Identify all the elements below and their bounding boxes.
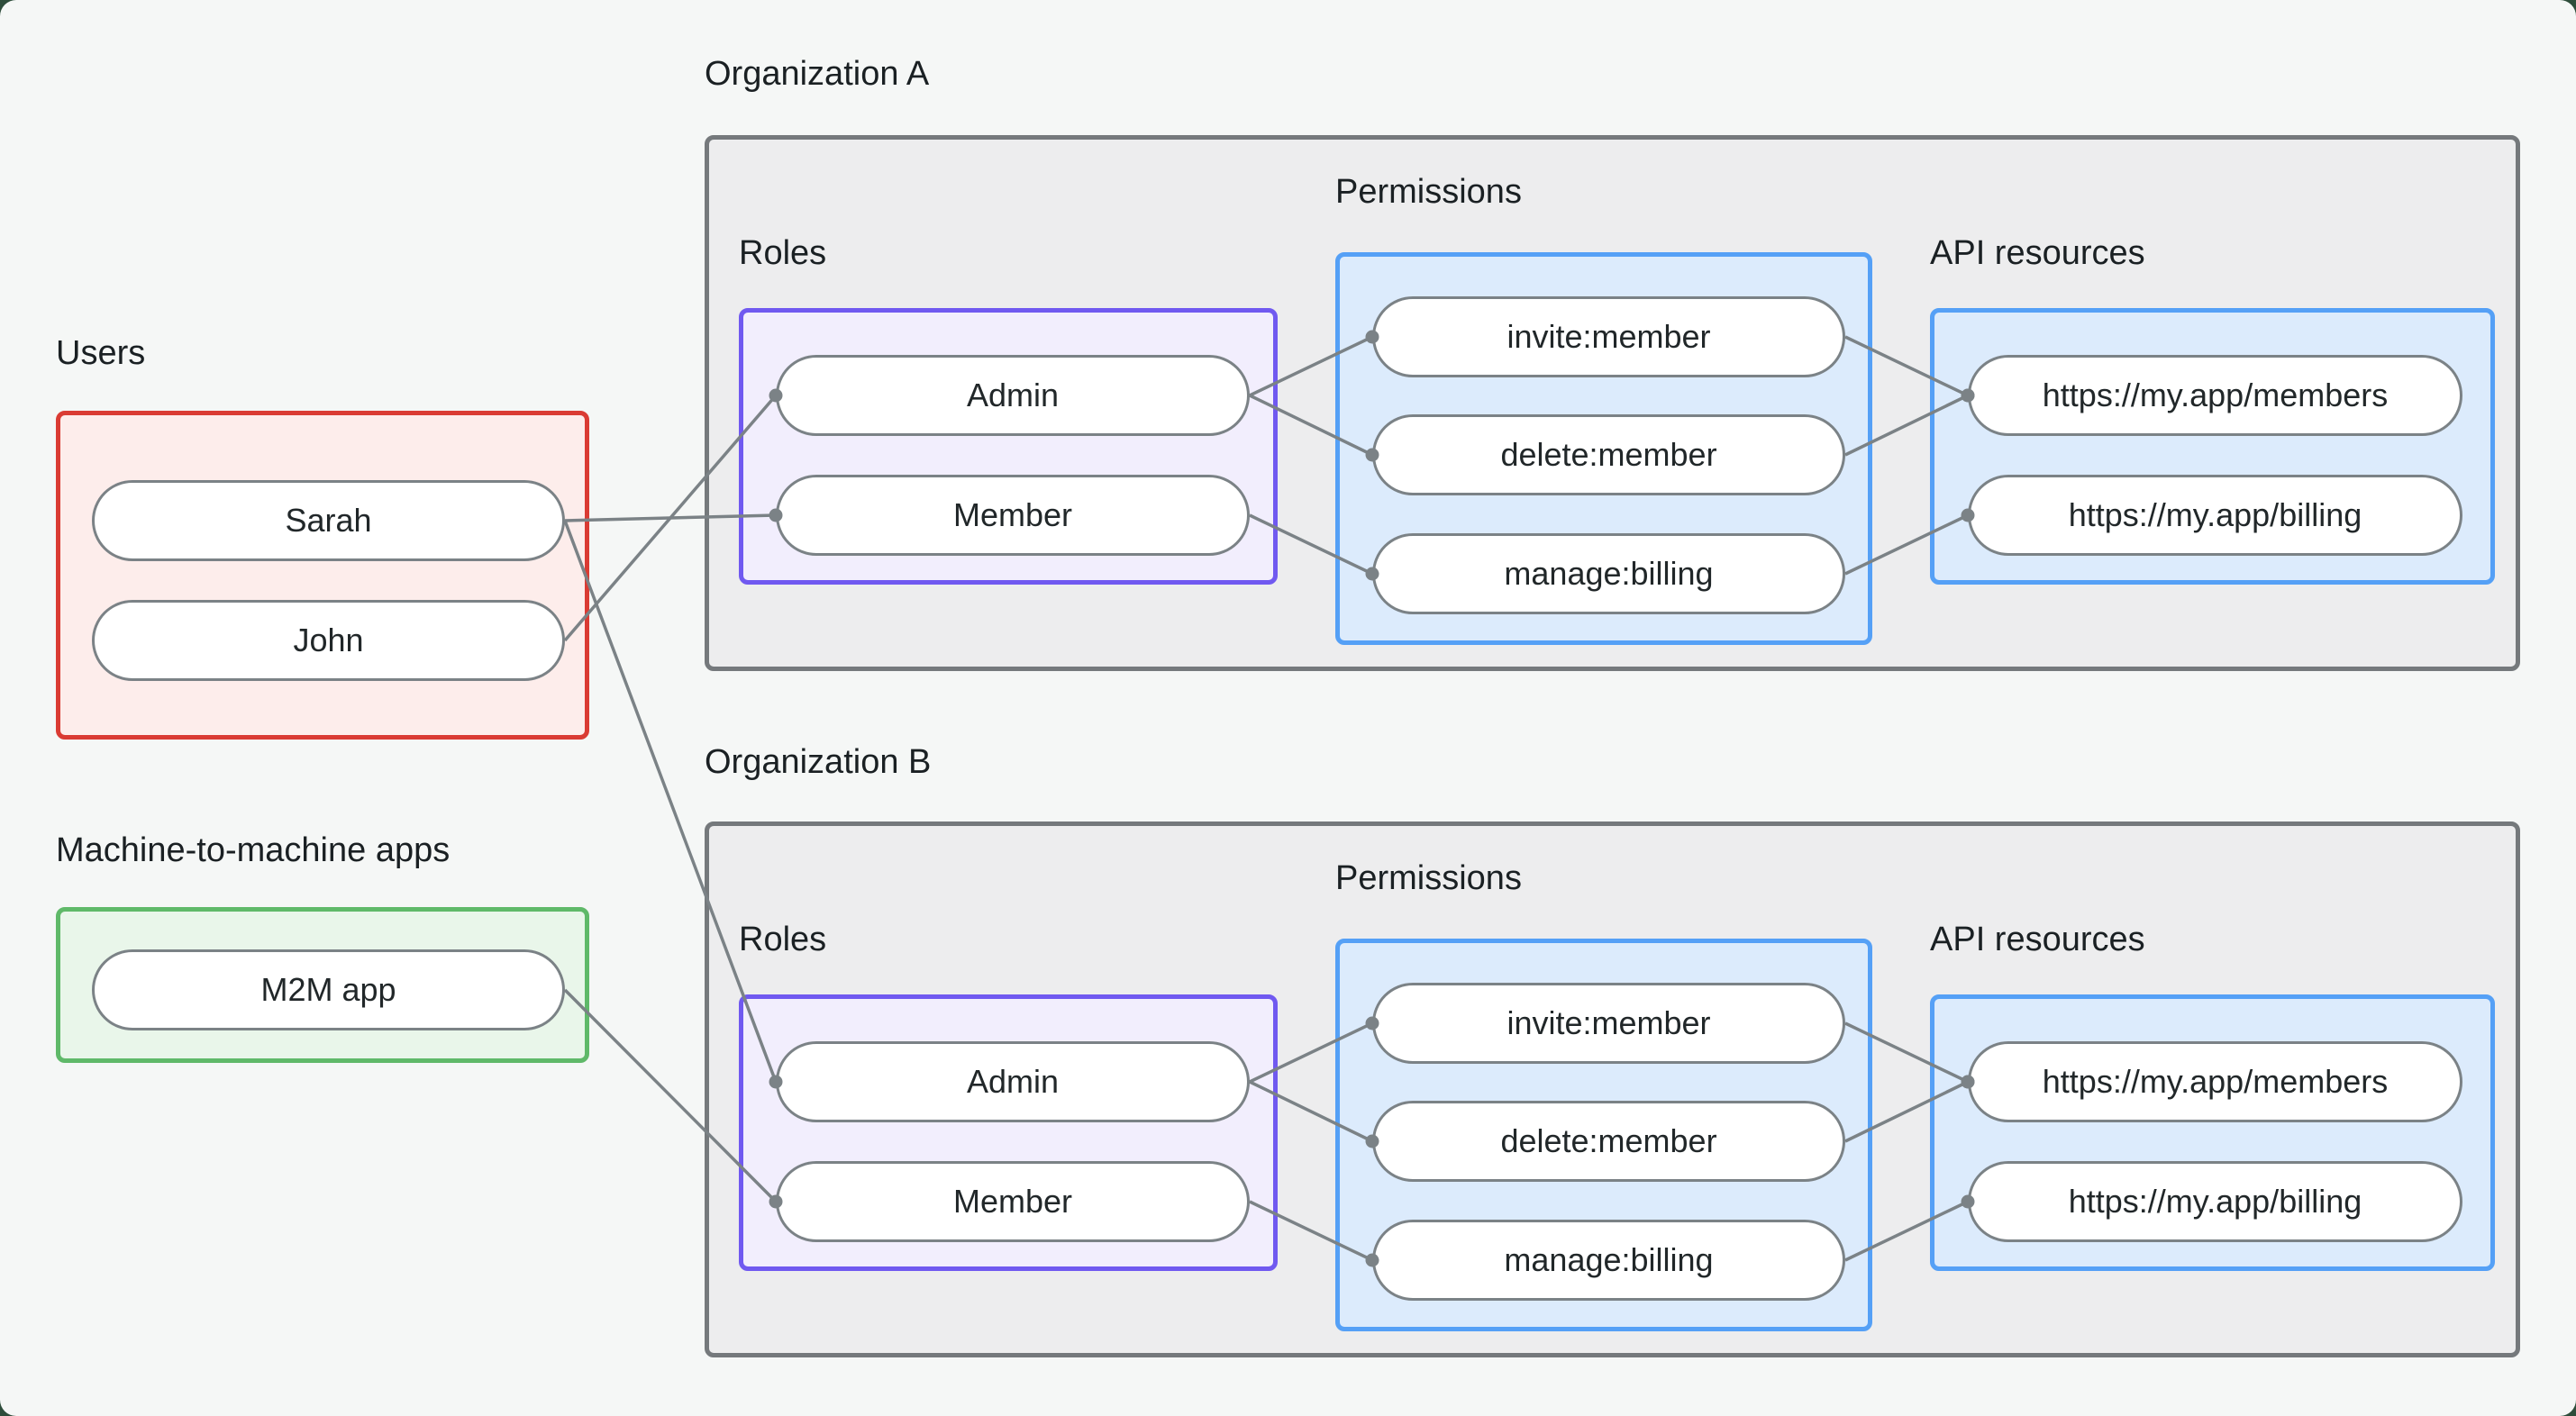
m2m-node-label: M2M app bbox=[260, 971, 396, 1008]
org-a-label: Organization A bbox=[705, 55, 930, 93]
user-node-sarah: Sarah bbox=[92, 480, 565, 561]
api-node-billing: https://my.app/billing bbox=[1968, 475, 2462, 556]
org-b-roles-label: Roles bbox=[739, 921, 827, 958]
org-a-permissions-label: Permissions bbox=[1335, 173, 1522, 211]
users-group-label: Users bbox=[56, 334, 146, 372]
org-b-roles-box: Admin Member bbox=[739, 994, 1278, 1271]
role-node-label: Member bbox=[952, 496, 1073, 533]
api-node-members: https://my.app/members bbox=[1968, 355, 2462, 436]
org-b-api-label: API resources bbox=[1930, 921, 2145, 958]
org-b-box: Roles Admin Member Permissions invite:me… bbox=[705, 821, 2520, 1357]
m2m-group-label: Machine-to-machine apps bbox=[56, 831, 451, 869]
permission-node-invite: invite:member bbox=[1372, 296, 1845, 377]
org-a-roles-label: Roles bbox=[739, 234, 827, 272]
role-node-label: Admin bbox=[966, 377, 1060, 413]
permission-node-label: manage:billing bbox=[1504, 1241, 1714, 1278]
api-node-label: https://my.app/members bbox=[2042, 377, 2389, 413]
permission-node-delete: delete:member bbox=[1372, 1101, 1845, 1182]
m2m-app-node: M2M app bbox=[92, 949, 565, 1030]
role-node-admin: Admin bbox=[776, 355, 1250, 436]
org-a-api-box: https://my.app/members https://my.app/bi… bbox=[1930, 308, 2495, 585]
permission-node-label: invite:member bbox=[1506, 1004, 1711, 1041]
permission-node-label: delete:member bbox=[1500, 1122, 1717, 1159]
org-a-roles-box: Admin Member bbox=[739, 308, 1278, 585]
role-node-member: Member bbox=[776, 1161, 1250, 1242]
org-b-permissions-box: invite:member delete:member manage:billi… bbox=[1335, 939, 1872, 1331]
api-node-label: https://my.app/billing bbox=[2068, 496, 2362, 533]
role-node-admin: Admin bbox=[776, 1041, 1250, 1122]
permission-node-manage: manage:billing bbox=[1372, 533, 1845, 614]
role-node-label: Member bbox=[952, 1183, 1073, 1220]
org-b-permissions-label: Permissions bbox=[1335, 859, 1522, 897]
permission-node-manage: manage:billing bbox=[1372, 1220, 1845, 1301]
permission-node-invite: invite:member bbox=[1372, 983, 1845, 1064]
user-node-label: John bbox=[293, 622, 364, 658]
org-a-permissions-box: invite:member delete:member manage:billi… bbox=[1335, 252, 1872, 645]
org-b-api-box: https://my.app/members https://my.app/bi… bbox=[1930, 994, 2495, 1271]
api-node-billing: https://my.app/billing bbox=[1968, 1161, 2462, 1242]
permission-node-label: manage:billing bbox=[1504, 555, 1714, 592]
permission-node-label: delete:member bbox=[1500, 436, 1717, 473]
user-node-label: Sarah bbox=[285, 502, 372, 539]
org-a-box: Roles Admin Member Permissions invite:me… bbox=[705, 135, 2520, 671]
api-node-members: https://my.app/members bbox=[1968, 1041, 2462, 1122]
role-node-member: Member bbox=[776, 475, 1250, 556]
users-group-box: Sarah John bbox=[56, 411, 589, 740]
user-node-john: John bbox=[92, 600, 565, 681]
permission-node-delete: delete:member bbox=[1372, 414, 1845, 495]
role-node-label: Admin bbox=[966, 1063, 1060, 1100]
api-node-label: https://my.app/billing bbox=[2068, 1183, 2362, 1220]
permission-node-label: invite:member bbox=[1506, 318, 1711, 355]
api-node-label: https://my.app/members bbox=[2042, 1063, 2389, 1100]
m2m-group-box: M2M app bbox=[56, 907, 589, 1063]
org-a-api-label: API resources bbox=[1930, 234, 2145, 272]
org-b-label: Organization B bbox=[705, 743, 932, 781]
